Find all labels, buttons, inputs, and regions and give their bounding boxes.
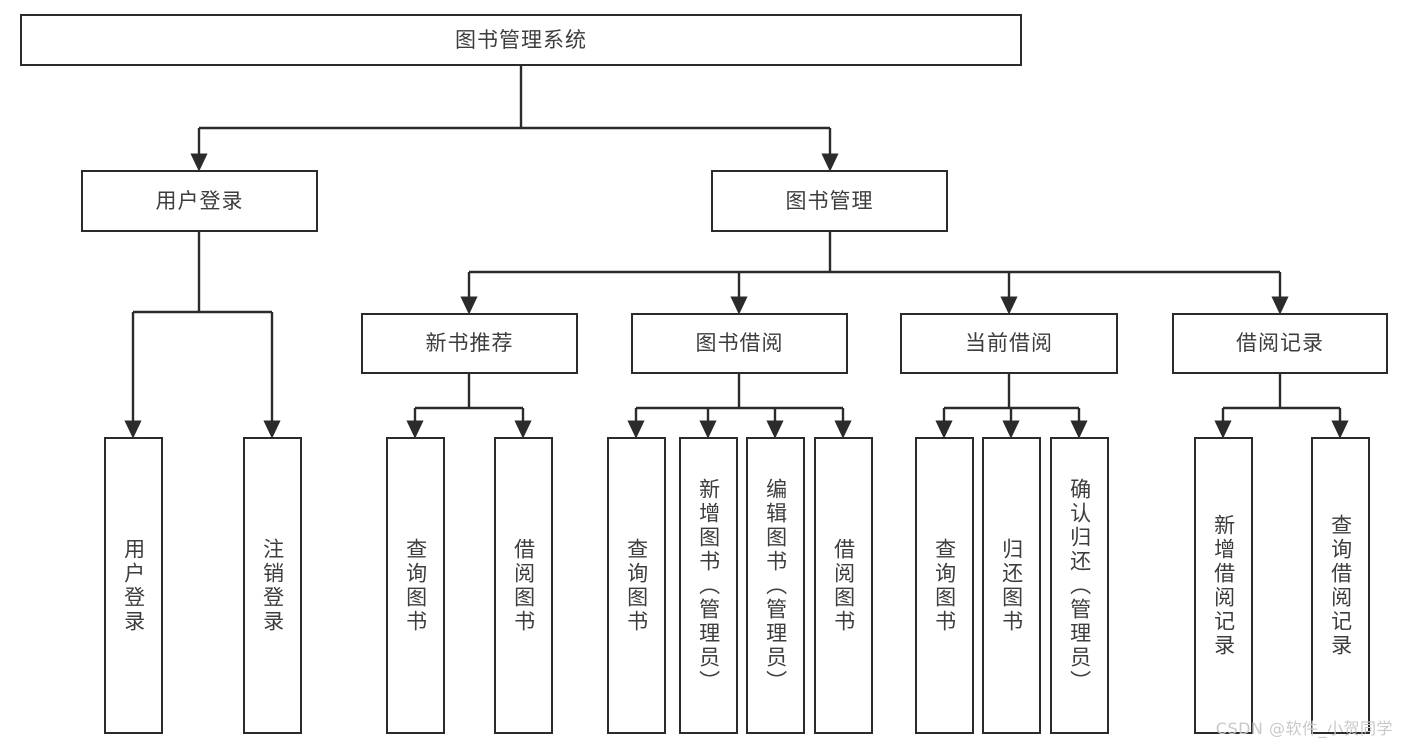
node-new-book-recommend[interactable]: 新书推荐 [361, 313, 578, 374]
node-leaf-add-record-label: 新增借阅记录 [1211, 513, 1236, 658]
node-leaf-borrow-book-2[interactable]: 借阅图书 [814, 437, 873, 734]
node-leaf-user-logout-label: 注销登录 [260, 537, 285, 634]
node-leaf-query-record-label: 查询借阅记录 [1328, 513, 1353, 658]
node-leaf-query-book-1-label: 查询图书 [403, 537, 428, 634]
node-leaf-borrow-book-2-label: 借阅图书 [831, 537, 856, 634]
node-leaf-edit-book[interactable]: 编辑图书（管理员） [746, 437, 805, 734]
node-leaf-query-book-2-label: 查询图书 [624, 537, 649, 634]
node-current-borrow-label: 当前借阅 [965, 331, 1053, 355]
node-leaf-user-login[interactable]: 用户登录 [104, 437, 163, 734]
node-borrow-record[interactable]: 借阅记录 [1172, 313, 1388, 374]
node-root-label: 图书管理系统 [455, 27, 587, 52]
node-leaf-user-logout[interactable]: 注销登录 [243, 437, 302, 734]
node-leaf-query-book-1[interactable]: 查询图书 [386, 437, 445, 734]
node-root[interactable]: 图书管理系统 [20, 14, 1022, 66]
node-book-borrow-label: 图书借阅 [695, 331, 784, 355]
node-leaf-confirm-return[interactable]: 确认归还（管理员） [1050, 437, 1109, 734]
node-user-login[interactable]: 用户登录 [81, 170, 318, 232]
node-leaf-add-book-label: 新增图书（管理员） [696, 477, 721, 694]
node-leaf-confirm-return-label: 确认归还（管理员） [1067, 477, 1092, 694]
node-current-borrow[interactable]: 当前借阅 [900, 313, 1118, 374]
node-new-book-recommend-label: 新书推荐 [425, 331, 514, 355]
node-leaf-borrow-book-1-label: 借阅图书 [511, 537, 536, 634]
node-leaf-return-book[interactable]: 归还图书 [982, 437, 1041, 734]
node-leaf-query-book-2[interactable]: 查询图书 [607, 437, 666, 734]
node-leaf-add-record[interactable]: 新增借阅记录 [1194, 437, 1253, 734]
node-leaf-query-book-3[interactable]: 查询图书 [915, 437, 974, 734]
node-leaf-add-book[interactable]: 新增图书（管理员） [679, 437, 738, 734]
watermark-text: CSDN @软件_小贺同学 [1215, 719, 1393, 738]
node-leaf-user-login-label: 用户登录 [121, 537, 146, 634]
node-leaf-query-book-3-label: 查询图书 [932, 537, 957, 634]
node-leaf-query-record[interactable]: 查询借阅记录 [1311, 437, 1370, 734]
node-leaf-return-book-label: 归还图书 [999, 537, 1024, 634]
node-book-management[interactable]: 图书管理 [711, 170, 948, 232]
node-book-borrow[interactable]: 图书借阅 [631, 313, 848, 374]
node-borrow-record-label: 借阅记录 [1236, 331, 1324, 355]
node-leaf-borrow-book-1[interactable]: 借阅图书 [494, 437, 553, 734]
node-user-login-label: 用户登录 [155, 188, 244, 213]
node-leaf-edit-book-label: 编辑图书（管理员） [763, 477, 788, 694]
node-book-management-label: 图书管理 [785, 188, 874, 213]
